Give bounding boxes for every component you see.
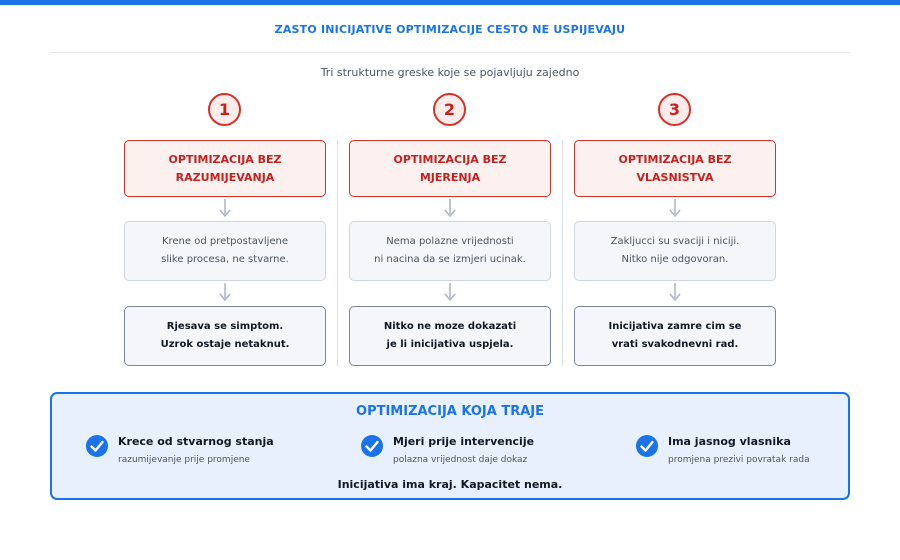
result-line: je li inicijativa uspjela. (386, 339, 514, 350)
failure-result-box: Inicijativa zamre cim se vrati svakodnevn… (574, 306, 776, 366)
step-number-badge: 1 (208, 93, 241, 126)
check-circle-icon (86, 435, 108, 457)
failure-description-box: Krene od pretpostavljene slike procesa, n… (124, 221, 326, 281)
principles-panel: OPTIMIZACIJA KOJA TRAJE Krece od stvarno… (50, 392, 850, 500)
description-line: Nema polazne vrijednosti (386, 236, 514, 247)
principle-title: Krece od stvarnog stanja (118, 435, 274, 448)
result-line: vrati svakodnevni rad. (611, 339, 739, 350)
column-divider (562, 140, 563, 366)
failure-title-line: OPTIMIZACIJA BEZ (393, 152, 507, 166)
principle-title: Ima jasnog vlasnika (668, 435, 791, 448)
description-line: Nitko nije odgovoran. (621, 254, 729, 265)
failure-title-line: OPTIMIZACIJA BEZ (168, 152, 282, 166)
arrow-down-icon (444, 283, 456, 302)
title-divider (50, 52, 850, 53)
description-line: Krene od pretpostavljene (161, 236, 289, 247)
step-number-badge: 3 (658, 93, 691, 126)
step-number-badge: 2 (433, 93, 466, 126)
failure-column-2: 2 OPTIMIZACIJA BEZ MJERENJA Nema polazne … (349, 91, 551, 367)
principle-item: Ima jasnog vlasnika promjena prezivi pov… (635, 434, 875, 470)
principle-subtitle: polazna vrijednost daje dokaz (393, 455, 528, 465)
principle-subtitle: razumijevanje prije promjene (118, 455, 250, 465)
failure-column-1: 1 OPTIMIZACIJA BEZ RAZUMIJEVANJA Krene od… (124, 91, 326, 367)
failure-result-box: Rjesava se simptom. Uzrok ostaje netaknut… (124, 306, 326, 366)
description-line: ni nacina da se izmjeri ucinak. (374, 254, 526, 265)
principles-footer: Inicijativa ima kraj. Kapacitet nema. (337, 478, 563, 491)
failure-title-box: OPTIMIZACIJA BEZ RAZUMIJEVANJA (124, 140, 326, 197)
failure-title-line: OPTIMIZACIJA BEZ (618, 152, 732, 166)
arrow-down-icon (444, 199, 456, 218)
principle-item: Krece od stvarnog stanja razumijevanje p… (85, 434, 325, 470)
arrow-down-icon (669, 283, 681, 302)
failure-description-box: Zakljucci su svaciji i niciji. Nitko nije… (574, 221, 776, 281)
failure-title-box: OPTIMIZACIJA BEZ VLASNISTVA (574, 140, 776, 197)
result-line: Rjesava se simptom. (166, 321, 284, 332)
page-title: ZASTO INICIJATIVE OPTIMIZACIJE CESTO NE … (274, 23, 626, 36)
principle-item: Mjeri prije intervencije polazna vrijedn… (360, 434, 600, 470)
check-circle-icon (361, 435, 383, 457)
principle-subtitle: promjena prezivi povratak rada (668, 455, 810, 465)
failure-result-box: Nitko ne moze dokazati je li inicijativa … (349, 306, 551, 366)
result-line: Inicijativa zamre cim se (608, 321, 742, 332)
page-subtitle: Tri strukturne greske koje se pojavljuju… (320, 66, 580, 79)
failure-title-line: VLASNISTVA (636, 170, 714, 184)
top-accent-bar (0, 0, 900, 5)
failure-column-3: 3 OPTIMIZACIJA BEZ VLASNISTVA Zakljucci s… (574, 91, 776, 367)
arrow-down-icon (219, 283, 231, 302)
column-divider (337, 140, 338, 366)
result-line: Uzrok ostaje netaknut. (160, 339, 290, 350)
principles-title: OPTIMIZACIJA KOJA TRAJE (356, 404, 544, 419)
failure-title-box: OPTIMIZACIJA BEZ MJERENJA (349, 140, 551, 197)
failure-title-line: MJERENJA (419, 170, 481, 184)
description-line: Zakljucci su svaciji i niciji. (610, 236, 740, 247)
failure-description-box: Nema polazne vrijednosti ni nacina da se … (349, 221, 551, 281)
arrow-down-icon (669, 199, 681, 218)
check-circle-icon (636, 435, 658, 457)
arrow-down-icon (219, 199, 231, 218)
failure-title-line: RAZUMIJEVANJA (175, 170, 275, 184)
result-line: Nitko ne moze dokazati (383, 321, 517, 332)
description-line: slike procesa, ne stvarne. (161, 254, 289, 265)
principle-title: Mjeri prije intervencije (393, 435, 535, 448)
